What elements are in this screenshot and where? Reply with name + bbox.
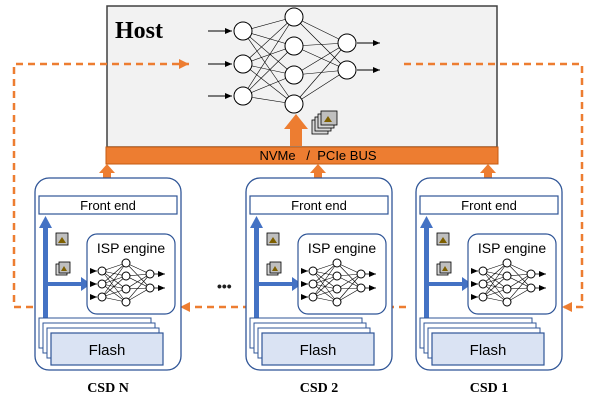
- front-end-label: Front end: [291, 198, 347, 213]
- host-neural-network-icon: [208, 7, 380, 114]
- image-thumbnail-icon: [436, 232, 450, 246]
- isp-engine-label: ISP engine: [478, 240, 546, 256]
- left-feedback-loop: [12, 59, 189, 309]
- internal-data-path: [39, 216, 91, 318]
- image-stack-icon: [311, 110, 338, 135]
- isp-neural-network-icon: [301, 258, 376, 307]
- flash-label: Flash: [300, 342, 337, 359]
- isp-engine-label: ISP engine: [97, 240, 165, 256]
- host-upload-arrow: [284, 114, 308, 146]
- internal-data-path: [250, 216, 302, 318]
- front-end-box: [419, 195, 559, 215]
- image-thumbnail-icon: [266, 232, 280, 246]
- csd-caption: CSD 1: [470, 381, 509, 396]
- ellipsis: •••: [217, 278, 232, 294]
- flash-stack: [38, 317, 164, 366]
- isp-neural-network-icon: [471, 258, 546, 307]
- isp-neural-network-icon: [90, 258, 165, 307]
- front-end-label: Front end: [80, 198, 136, 213]
- image-stack-icon: [266, 261, 282, 276]
- isp-engine-label: ISP engine: [308, 240, 376, 256]
- right-feedback-loop: [404, 62, 584, 312]
- flash-stack: [419, 317, 545, 366]
- image-stack-icon: [436, 261, 452, 276]
- flash-label: Flash: [470, 342, 507, 359]
- host-title: Host: [115, 18, 163, 44]
- csd-caption: CSD N: [87, 381, 129, 396]
- nvme-pcie-bus: NVMe / PCIe BUS: [105, 146, 499, 165]
- csd-caption: CSD 2: [300, 381, 339, 396]
- front-end-box: [38, 195, 178, 215]
- image-thumbnail-icon: [55, 232, 69, 246]
- front-end-box: [249, 195, 389, 215]
- isp-engine-box: [297, 233, 387, 315]
- flash-label: Flash: [89, 342, 126, 359]
- flash-stack: [249, 317, 375, 366]
- isp-engine-box: [467, 233, 557, 315]
- isp-engine-box: [86, 233, 176, 315]
- image-stack-icon: [55, 261, 71, 276]
- internal-data-path: [420, 216, 472, 318]
- front-end-label: Front end: [461, 198, 517, 213]
- bus-label: NVMe / PCIe BUS: [259, 148, 376, 163]
